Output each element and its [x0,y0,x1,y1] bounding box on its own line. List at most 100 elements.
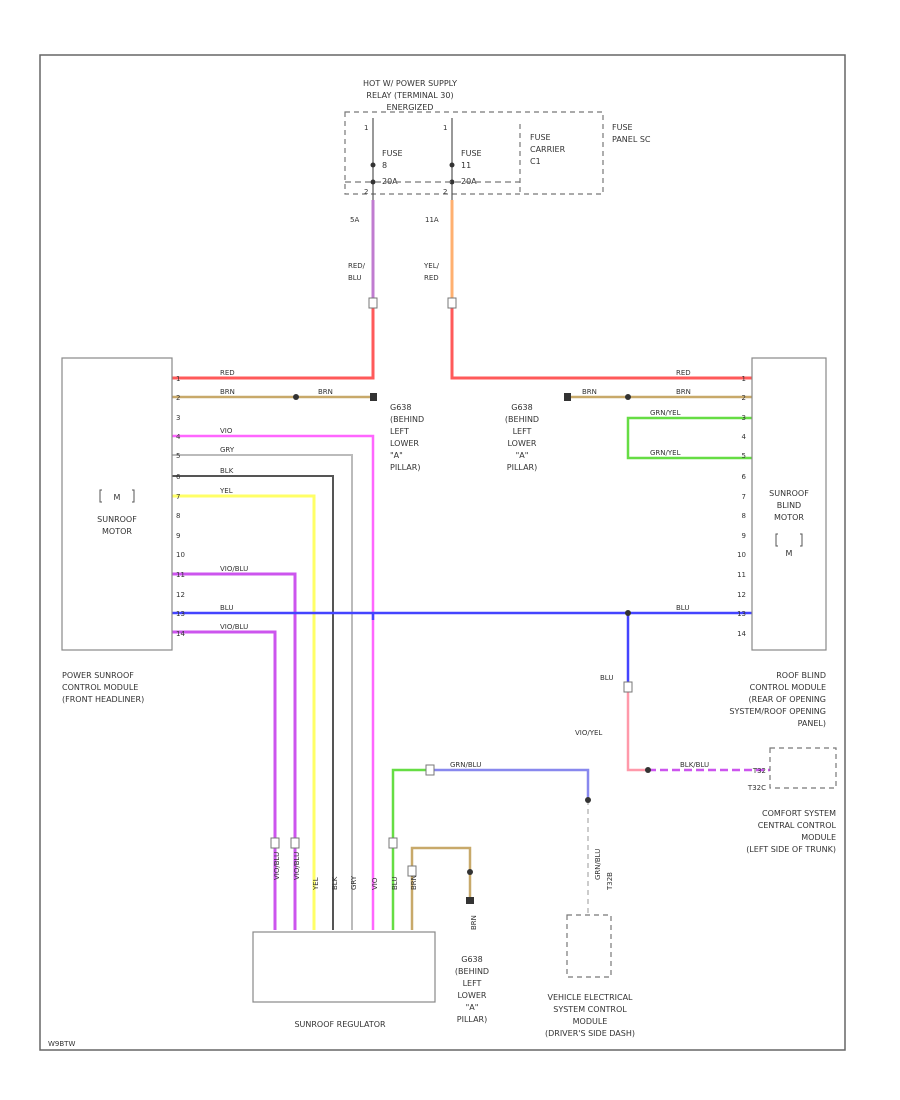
wire-label-blu-drop: BLU [600,674,613,682]
svg-text:7: 7 [742,493,746,501]
inline-connectors [270,297,633,877]
svg-text:(BEHIND: (BEHIND [390,415,424,424]
wire-label-gry-vert: GRY [350,875,358,890]
svg-text:6: 6 [176,473,181,481]
ground-left-label: G638 (BEHIND LEFT LOWER "A" PILLAR) [390,403,424,472]
wire-vio-yel [626,685,648,772]
wire-blk [172,475,334,930]
svg-text:PANEL): PANEL) [798,719,826,728]
svg-text:(FRONT HEADLINER): (FRONT HEADLINER) [62,695,144,704]
svg-text:11: 11 [176,571,185,579]
wire-gry [172,454,353,930]
wire-label-vio: VIO [220,427,233,435]
wire-label-blu-right: BLU [676,604,689,612]
blind-motor-symbol-text: M [786,549,793,558]
wire-label-grn-yel-1: GRN/YEL [650,409,681,417]
wire-label-vio-blu-vert-2: VIO/BLU [293,852,301,880]
wire-red-left [172,300,375,380]
svg-text:PILLAR): PILLAR) [457,1015,487,1024]
svg-text:10: 10 [737,551,746,559]
svg-text:"A": "A" [390,451,403,460]
wire-label-red-right: RED [676,369,691,377]
wire-label-brn-left-2: BRN [318,388,333,396]
svg-text:5: 5 [176,452,180,460]
svg-text:PILLAR): PILLAR) [507,463,537,472]
diagram-id: W9BTW [48,1040,75,1048]
fuse-b-label-2: 11 [461,161,471,170]
svg-text:4: 4 [176,433,181,441]
relay-label: HOT W/ POWER SUPPLY RELAY (TERMINAL 30) … [363,79,457,112]
blind-motor-inner-1: SUNROOF [769,489,809,498]
diagram-frame [39,54,846,1051]
left-module-pins: 1 2 3 4 5 6 7 8 9 10 11 12 13 14 [176,375,185,638]
svg-text:9: 9 [742,532,746,540]
fuse-b-bot-pin: 2 [443,188,447,196]
comfort-system-module [769,747,837,789]
wire-label-blk-vert: BLK [331,876,339,890]
wire-label-red-left: RED [220,369,235,377]
fuse-a-bot-pin: 2 [364,188,368,196]
svg-text:1: 1 [176,375,180,383]
wire-label-grn-yel-2: GRN/YEL [650,449,681,457]
sunroof-motor-symbol: M [99,489,135,503]
sunroof-motor-inner-1: SUNROOF [97,515,137,524]
fuse-a-top-pin: 1 [364,124,368,132]
svg-text:12: 12 [176,591,185,599]
svg-text:(DRIVER'S SIDE DASH): (DRIVER'S SIDE DASH) [545,1029,635,1038]
fuse-panel-outline [344,111,604,195]
sunroof-regulator-label: SUNROOF REGULATOR [294,1020,386,1029]
ground-symbols [370,393,571,904]
wire-label-blu-left: BLU [220,604,233,612]
svg-text:SYSTEM/ROOF OPENING: SYSTEM/ROOF OPENING [729,707,826,716]
svg-text:13: 13 [176,610,185,618]
right-module-label: ROOF BLIND CONTROL MODULE (REAR OF OPENI… [729,671,826,728]
svg-text:POWER SUNROOF: POWER SUNROOF [62,671,134,680]
svg-text:"A": "A" [466,1003,479,1012]
right-module-pins: 1 2 3 4 5 6 7 8 9 10 11 12 13 14 [737,375,746,638]
svg-text:12: 12 [737,591,746,599]
fuse-carrier-label-2: CARRIER [530,145,566,154]
wire-label-brn-right: BRN [582,388,597,396]
sunroof-regulator [252,931,436,1003]
blind-motor-symbol: M [775,533,803,558]
relay-label-line-2: RELAY (TERMINAL 30) [366,91,453,100]
fuse-carrier-label-1: FUSE [530,133,551,142]
wire-label-yel-red-2: RED [424,274,439,282]
svg-text:(BEHIND: (BEHIND [505,415,539,424]
svg-text:5: 5 [742,452,746,460]
wire-label-brn-left: BRN [220,388,235,396]
left-module-label: POWER SUNROOF CONTROL MODULE (FRONT HEAD… [62,671,144,704]
wire-red-right [450,300,752,380]
svg-text:LOWER: LOWER [390,439,419,448]
svg-text:PILLAR): PILLAR) [390,463,420,472]
svg-text:CENTRAL CONTROL: CENTRAL CONTROL [758,821,837,830]
svg-text:ROOF BLIND: ROOF BLIND [776,671,826,680]
ground-bottom-label: G638 (BEHIND LEFT LOWER "A" PILLAR) [455,955,489,1024]
wire-label-vio-blu-1: VIO/BLU [220,565,248,573]
fuse-b-label-1: FUSE [461,149,482,158]
svg-text:(LEFT SIDE OF TRUNK): (LEFT SIDE OF TRUNK) [746,845,836,854]
fuse-carrier: FUSE CARRIER C1 [530,133,566,166]
svg-text:(REAR OF OPENING: (REAR OF OPENING [749,695,826,704]
svg-text:MODULE: MODULE [801,833,836,842]
svg-text:11: 11 [737,571,746,579]
blind-motor-inner-3: MOTOR [774,513,804,522]
vehicle-module-conn: T32B [606,872,614,891]
svg-text:LOWER: LOWER [458,991,487,1000]
comfort-conn-top: T32 [752,767,766,775]
svg-text:G638: G638 [461,955,482,964]
wire-yel [172,494,316,930]
svg-text:LEFT: LEFT [390,427,409,436]
wire-labels: 5A 11A RED/ BLU YEL/ RED RED RED BRN BRN… [219,216,709,930]
svg-text:8: 8 [742,512,746,520]
wire-label-vio-blu-vert-1: VIO/BLU [273,852,281,880]
svg-text:14: 14 [176,630,185,638]
fuse-b-top-pin: 1 [443,124,447,132]
wire-label-grn-blu: GRN/BLU [450,761,481,769]
svg-text:G638: G638 [390,403,411,412]
wire-label-vio-yel: VIO/YEL [575,729,602,737]
svg-text:COMFORT SYSTEM: COMFORT SYSTEM [762,809,836,818]
wire-label-5a: 5A [350,216,359,224]
svg-text:3: 3 [176,414,180,422]
